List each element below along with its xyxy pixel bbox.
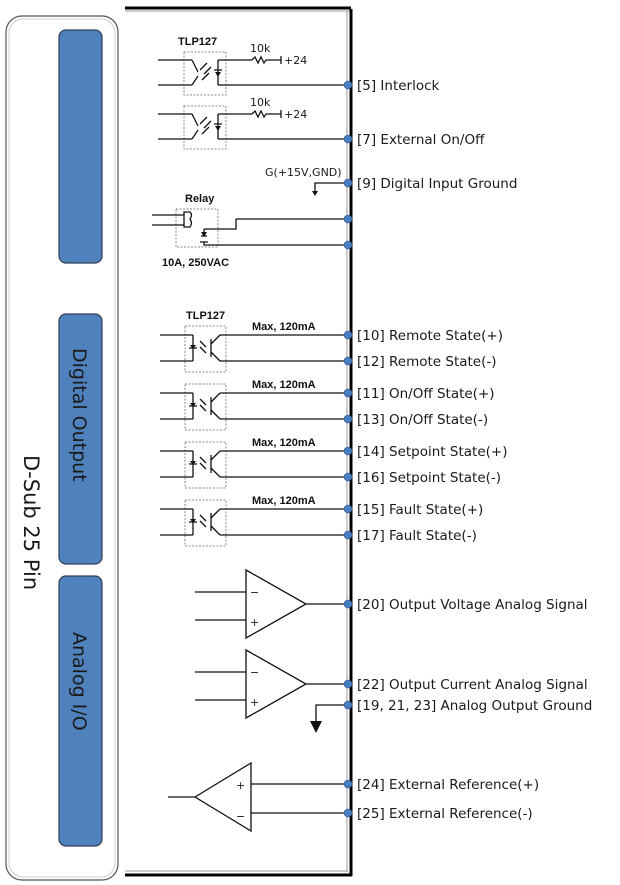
pin-label: [22] Output Current Analog Signal bbox=[357, 677, 588, 693]
opamp-minus-sign: − bbox=[250, 666, 259, 679]
resistor-label: 10k bbox=[250, 96, 271, 109]
pin-dot bbox=[343, 679, 353, 689]
pin-p11: [11] On/Off State(+) bbox=[343, 386, 495, 402]
pin-label: [19, 21, 23] Analog Output Ground bbox=[357, 698, 592, 714]
optocoupler-label: TLP127 bbox=[178, 36, 217, 48]
pin-label: [17] Fault State(-) bbox=[357, 528, 477, 544]
output-optocoupler: Max, 120mA bbox=[160, 321, 348, 373]
ground-note: G(+15V,GND) bbox=[265, 166, 342, 179]
relay-rating: 10A, 250VAC bbox=[162, 257, 229, 269]
pin-dot bbox=[343, 414, 353, 424]
pin-p13: [13] On/Off State(-) bbox=[343, 412, 488, 428]
opamp-plus-sign: + bbox=[236, 779, 245, 792]
opamp-plus-sign: + bbox=[250, 616, 259, 629]
relay-contact-pin bbox=[343, 240, 353, 250]
section-digital-input bbox=[58, 29, 103, 264]
pin-label: [20] Output Voltage Analog Signal bbox=[357, 597, 588, 613]
pin-p20: [20] Output Voltage Analog Signal bbox=[343, 597, 588, 613]
pin-dot bbox=[343, 80, 353, 90]
pin-label: [13] On/Off State(-) bbox=[357, 412, 488, 428]
pin-p9: [9] Digital Input Ground bbox=[343, 176, 517, 192]
pin-list: [5] Interlock [7] External On/Off [9] Digi… bbox=[343, 78, 592, 822]
relay-contact-pin bbox=[343, 214, 353, 224]
pin-label: [25] External Reference(-) bbox=[357, 806, 533, 822]
pin-p17: [17] Fault State(-) bbox=[343, 528, 477, 544]
supply-label: +24 bbox=[284, 108, 307, 121]
pin-p22: [22] Output Current Analog Signal bbox=[343, 677, 588, 693]
opamp-output-voltage: − + bbox=[195, 568, 348, 640]
pin-label: [9] Digital Input Ground bbox=[357, 176, 517, 192]
pin-p24: [24] External Reference(+) bbox=[343, 777, 539, 793]
pin-dot bbox=[343, 330, 353, 340]
analog-output-ground bbox=[310, 704, 348, 733]
opamp-minus-sign: − bbox=[250, 586, 259, 599]
pin-label: [24] External Reference(+) bbox=[357, 777, 539, 793]
digital-input-ground: G(+15V,GND) bbox=[265, 166, 348, 196]
optocoupler-label: TLP127 bbox=[186, 310, 225, 322]
current-limit-label: Max, 120mA bbox=[252, 379, 316, 391]
current-limit-label: Max, 120mA bbox=[252, 321, 316, 333]
pin-dot bbox=[343, 700, 353, 710]
pin-label: [7] External On/Off bbox=[357, 132, 485, 148]
opamp-plus-sign: + bbox=[250, 696, 259, 709]
input-optocoupler-external-on-off: 10k +24 bbox=[158, 96, 348, 150]
pin-p15: [15] Fault State(+) bbox=[343, 502, 483, 518]
opamp-external-reference: + − bbox=[168, 761, 348, 833]
opamp-minus-sign: − bbox=[236, 810, 245, 823]
pin-dot bbox=[343, 779, 353, 789]
pin-dot bbox=[343, 388, 353, 398]
pin-dot bbox=[343, 472, 353, 482]
pin-label: [5] Interlock bbox=[357, 78, 440, 94]
supply-label: +24 bbox=[284, 54, 307, 67]
pin-dot bbox=[343, 134, 353, 144]
opamp-output-current: − + bbox=[195, 648, 348, 720]
relay: Relay 10A, 250VAC bbox=[152, 193, 348, 269]
input-optocoupler-interlock: TLP127 10k +24 bbox=[158, 36, 348, 96]
pin-label: [16] Setpoint State(-) bbox=[357, 470, 501, 486]
section-label-digital-output: Digital Output bbox=[68, 348, 90, 482]
output-optocouplers: Max, 120mA Max, 120mA Max, 120mA Max, 120mA bbox=[160, 321, 348, 547]
pin-dot bbox=[343, 178, 353, 188]
pin-dot bbox=[343, 356, 353, 366]
pin-p10: [10] Remote State(+) bbox=[343, 328, 503, 344]
section-analog-io bbox=[58, 575, 103, 847]
pin-label: [10] Remote State(+) bbox=[357, 328, 503, 344]
current-limit-label: Max, 120mA bbox=[252, 495, 316, 507]
pin-p19-21-23: [19, 21, 23] Analog Output Ground bbox=[343, 698, 592, 714]
pin-label: [14] Setpoint State(+) bbox=[357, 444, 507, 460]
pin-p16: [16] Setpoint State(-) bbox=[343, 470, 501, 486]
connector-title: D-Sub 25 Pin bbox=[19, 455, 43, 590]
pin-label: [12] Remote State(-) bbox=[357, 354, 497, 370]
output-optocoupler: Max, 120mA bbox=[160, 379, 348, 431]
pin-dot bbox=[343, 599, 353, 609]
pin-p25: [25] External Reference(-) bbox=[343, 806, 533, 822]
pin-p12: [12] Remote State(-) bbox=[343, 354, 497, 370]
pin-p14: [14] Setpoint State(+) bbox=[343, 444, 507, 460]
resistor-label: 10k bbox=[250, 42, 271, 55]
section-digital-output bbox=[58, 313, 103, 565]
output-optocoupler: Max, 120mA bbox=[160, 495, 348, 547]
board-frame bbox=[125, 6, 353, 877]
pin-label: [11] On/Off State(+) bbox=[357, 386, 495, 402]
pin-dot bbox=[343, 446, 353, 456]
pin-p5: [5] Interlock bbox=[343, 78, 440, 94]
pin-p7: [7] External On/Off bbox=[343, 132, 485, 148]
pin-label: [15] Fault State(+) bbox=[357, 502, 483, 518]
output-optocoupler: Max, 120mA bbox=[160, 437, 348, 489]
section-label-analog-io: Analog I/O bbox=[68, 632, 90, 731]
current-limit-label: Max, 120mA bbox=[252, 437, 316, 449]
relay-label: Relay bbox=[185, 193, 215, 205]
pin-dot bbox=[343, 808, 353, 818]
pin-dot bbox=[343, 504, 353, 514]
pin-dot bbox=[343, 530, 353, 540]
